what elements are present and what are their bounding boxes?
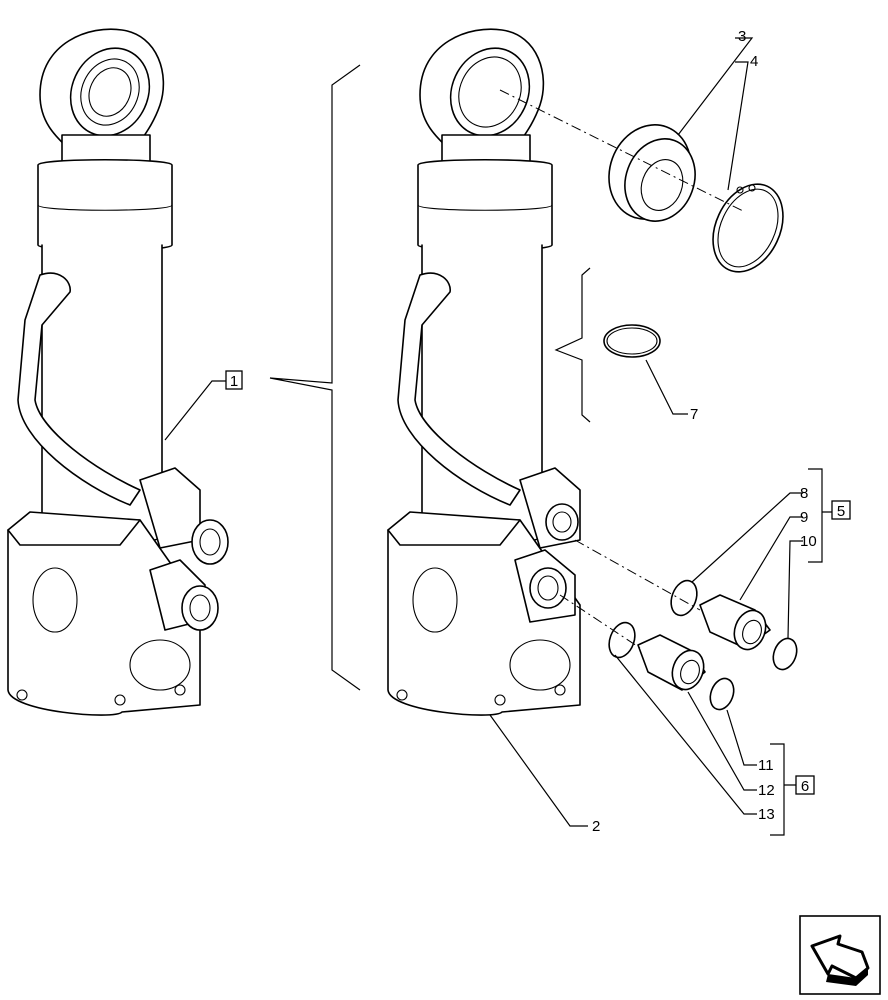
callout-12: 12 [758, 782, 775, 799]
exploded-cylinder [387, 28, 581, 716]
callout-6: 6 [801, 778, 809, 795]
seal-3 [608, 124, 696, 222]
leader-8 [691, 492, 803, 583]
callout-9: 9 [800, 509, 808, 526]
callout-5: 5 [837, 503, 845, 520]
centerline-seal [499, 89, 746, 213]
callout-1: 1 [230, 373, 238, 390]
leader-13 [614, 654, 757, 815]
leader-12 [687, 691, 757, 791]
bracket-group-6 [770, 743, 796, 836]
fitting-9 [699, 594, 771, 651]
o-ring-8 [670, 579, 698, 617]
callout-13: 13 [758, 806, 775, 823]
callout-8: 8 [800, 485, 808, 502]
leader-4 [727, 61, 749, 191]
circlip-4 [712, 183, 784, 273]
leader-1 [164, 380, 228, 441]
callout-11: 11 [758, 757, 774, 774]
leader-3 [677, 37, 754, 136]
fitting-12 [637, 634, 706, 691]
assembled-cylinder [7, 28, 229, 716]
o-ring-11 [709, 677, 735, 711]
o-ring-10 [772, 637, 798, 671]
callout-7: 7 [690, 406, 698, 423]
leader-10 [787, 540, 803, 639]
centerline-fitting-upper [574, 539, 701, 611]
navigation-arrow-icon[interactable] [799, 915, 881, 995]
brace-main [269, 64, 361, 691]
brace-o-ring [554, 267, 591, 423]
o-ring-7 [603, 324, 661, 358]
leader-2 [489, 714, 588, 827]
callout-box-1 [225, 370, 243, 390]
o-ring-13 [608, 621, 636, 659]
callout-10: 10 [800, 533, 817, 550]
callout-4: 4 [750, 53, 758, 70]
callout-box-6 [795, 775, 815, 795]
callout-2: 2 [592, 818, 600, 835]
bracket-group-5 [808, 468, 832, 563]
leader-11 [726, 709, 757, 766]
callout-3: 3 [738, 28, 746, 45]
leader-9 [739, 516, 803, 601]
leader-7 [645, 359, 688, 415]
callout-box-5 [831, 500, 851, 520]
centerline-fitting-lower [559, 594, 641, 649]
